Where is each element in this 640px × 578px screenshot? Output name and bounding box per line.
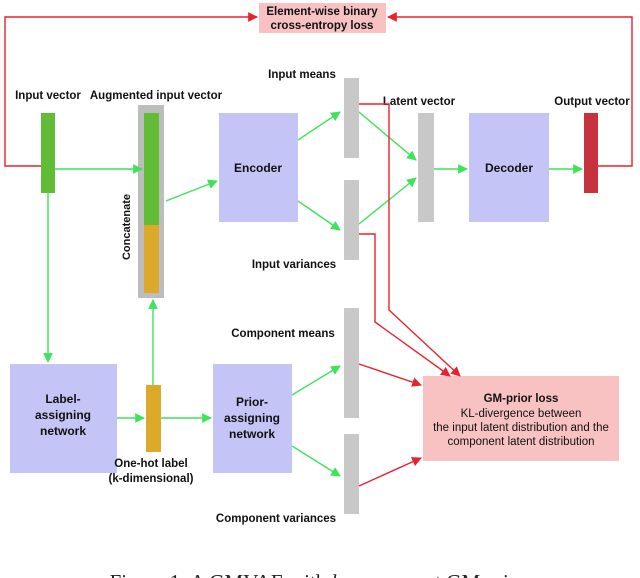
decoder-label: Decoder [485,161,533,175]
prior-assigning-line1: Prior- [236,395,268,409]
input-variances-label: Input variances [252,259,336,271]
label-assigning-line2: assigning [35,408,91,422]
label-assigning-line3: network [40,424,86,438]
augmented-vector-orange-part [144,225,159,293]
augmented-vector-green-part [144,113,159,225]
input-vector-label: Input vector [15,90,81,102]
arrow-means-to-gm-loss [359,103,461,377]
component-variances-bar [344,434,359,514]
gm-prior-loss-desc-line1: KL-divergence between [461,408,582,420]
bce-loss-label-line2: cross-entropy loss [271,20,374,32]
input-variances-bar [344,180,359,260]
arrow-variances-to-gm-loss [359,233,451,377]
bce-loss-label-line1: Element-wise binary [266,6,378,18]
arrow-augmented-to-encoder [165,179,218,202]
arrow-encoder-to-variances [297,200,341,231]
component-variances-label: Component variances [216,513,336,525]
figure-caption: Figure 1: A GMVAE with k-component GM pr… [110,570,531,578]
gm-prior-loss-desc-line2: the input latent distribution and the [433,422,609,434]
one-hot-label-line1: One-hot label [114,458,187,470]
latent-vector-bar [418,113,434,222]
gm-prior-loss-title: GM-prior loss [484,393,559,405]
gm-prior-loss-box [423,376,619,461]
output-vector-label: Output vector [554,96,630,108]
latent-vector-label: Latent vector [383,96,456,108]
one-hot-label-line2: (k-dimensional) [109,473,194,485]
arrow-variances-to-latent [358,177,417,225]
arrow-prior-net-to-comp-variances [291,445,341,477]
encoder-label: Encoder [234,161,282,175]
decoder-box [469,113,549,222]
arrow-comp-variances-to-gm-loss [358,457,422,487]
input-vector-bar [41,113,55,193]
prior-assigning-line3: network [229,427,275,441]
arrow-input-to-bce-loss [4,12,258,167]
arrow-output-to-bce-loss [387,12,633,167]
prior-assigning-line2: assigning [224,411,280,425]
caption-part1: Figure 1: A GMVAE with [110,570,332,578]
input-means-bar [344,78,359,158]
gm-prior-loss-desc-line3: component latent distribution [447,436,594,448]
output-vector-bar [584,113,598,193]
prior-assigning-network-box [213,364,292,473]
concatenate-label: Concatenate [121,194,133,260]
caption-part2: k [332,570,342,578]
augmented-input-vector-label: Augmented input vector [90,90,223,102]
encoder-box [219,113,298,222]
arrow-prior-net-to-comp-means [291,365,341,396]
arrow-comp-means-to-gm-loss [358,363,422,387]
caption-part3: -component GM prior. [341,570,531,578]
component-means-label: Component means [231,328,335,340]
arrow-means-to-latent [358,111,417,161]
label-assigning-network-box [10,364,117,473]
input-means-label: Input means [268,69,336,81]
component-means-bar [344,308,359,418]
arrow-encoder-to-means [297,111,341,141]
label-assigning-line1: Label- [45,392,80,406]
one-hot-label-bar [146,385,161,452]
bce-loss-box [259,3,386,33]
